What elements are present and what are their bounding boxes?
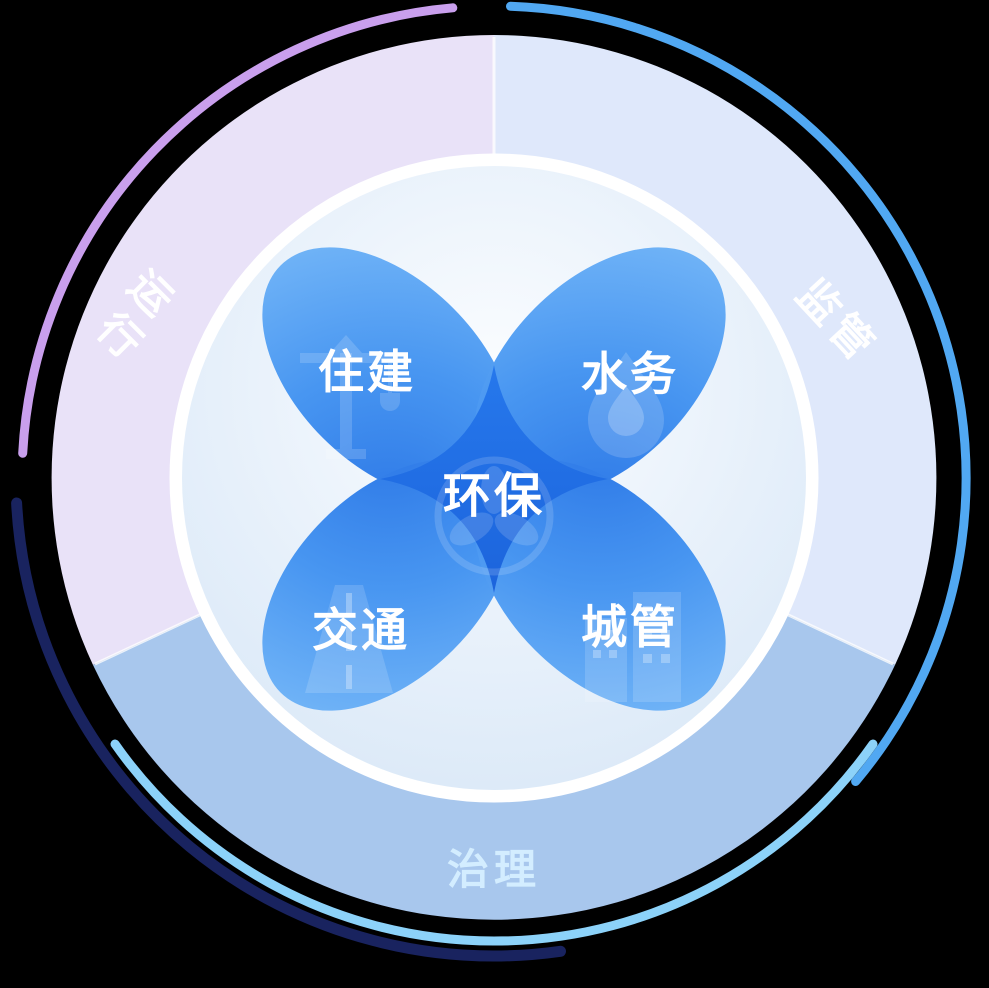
center-overlap[interactable]	[380, 365, 608, 593]
petal-watermarks	[300, 335, 681, 702]
inner-ring	[169, 153, 819, 803]
petal-water[interactable]	[427, 200, 772, 545]
petal-housing[interactable]	[215, 200, 560, 545]
petal-label-water: 水务	[581, 348, 679, 400]
center-label-environment: 环保	[443, 470, 545, 523]
road-icon	[305, 585, 393, 693]
petals	[215, 200, 772, 757]
buildings-icon	[585, 592, 681, 702]
water-drop-icon	[588, 352, 664, 458]
purple-arc	[18, 3, 458, 458]
petal-transport[interactable]	[215, 412, 560, 757]
sector-divider-left	[94, 610, 207, 666]
petal-urban-management[interactable]	[427, 412, 772, 757]
petal-label-housing: 住建	[318, 346, 416, 398]
crane-icon	[300, 335, 404, 459]
sector-divider-right	[781, 610, 894, 666]
blue-arc	[506, 1, 971, 786]
sky-arc	[110, 739, 878, 946]
petal-label-urban-management: 城管	[581, 601, 679, 653]
sector-label-governance: 治理	[447, 846, 541, 893]
navy-arc	[11, 497, 566, 962]
leaf-badge-icon	[434, 456, 554, 576]
outer-arcs	[11, 1, 971, 962]
petal-label-transport: 交通	[312, 604, 410, 656]
